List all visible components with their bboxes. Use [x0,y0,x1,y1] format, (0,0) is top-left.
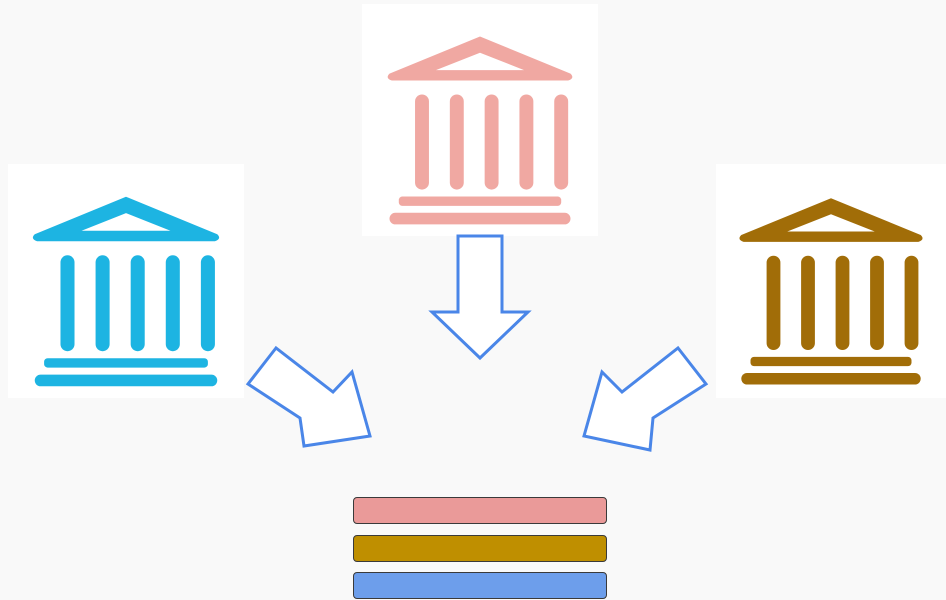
building-roof [739,198,923,242]
building-column [801,255,815,350]
building-column [60,255,75,352]
building-column [835,255,850,350]
building-column [415,94,429,190]
building-step-lower [34,374,218,387]
building-column [484,94,499,190]
arrow-from-left [245,345,372,448]
building-step-lower [741,373,921,385]
building-column [165,255,180,352]
building-column [554,94,569,190]
building-step-lower [389,212,571,225]
building-column [95,255,110,352]
building-roof [32,196,220,242]
stacked-bar-gold [353,535,607,562]
building-column [904,255,919,350]
building-column [870,255,884,350]
institution-tile-center [362,4,598,236]
building-step-upper [44,358,208,368]
stacked-bar-pink [353,497,607,524]
building-column [200,255,215,352]
arrow-from-right [582,345,709,452]
building-column [130,255,145,352]
building-step-upper [750,356,912,367]
arrow-down [428,234,532,361]
bank-building-icon [387,36,573,225]
building-column [449,94,464,190]
stacked-bar-blue [353,572,607,599]
institution-tile-left [8,164,244,398]
building-step-upper [398,196,562,206]
building-column [766,255,781,350]
institution-tile-right [716,164,946,398]
building-column [519,94,534,190]
building-roof [387,36,573,81]
bank-building-icon [32,196,220,387]
bank-building-icon [739,198,923,385]
